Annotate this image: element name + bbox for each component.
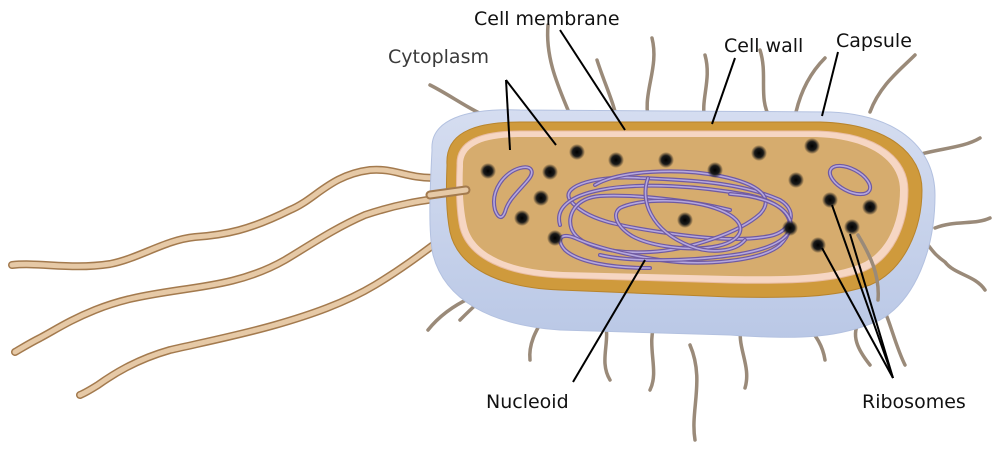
ribosome [707, 162, 723, 178]
leader-capsule [822, 52, 838, 116]
ribosome [480, 163, 496, 179]
flagellum [80, 240, 440, 395]
pilus [690, 345, 697, 440]
ribosome [844, 219, 860, 235]
pilus [760, 50, 770, 118]
ribosome [658, 152, 674, 168]
ribosome [788, 172, 804, 188]
flagella [12, 170, 460, 395]
label-cell-membrane: Cell membrane [474, 8, 620, 30]
ribosome [533, 190, 549, 206]
ribosome [782, 220, 798, 236]
pilus [935, 218, 990, 228]
ribosome [608, 152, 624, 168]
ribosome [822, 192, 838, 208]
ribosome [569, 144, 585, 160]
flagellum-hook [430, 190, 466, 195]
pilus [928, 245, 985, 290]
pilus [870, 55, 915, 112]
ribosome [862, 199, 878, 215]
flagellum [12, 170, 435, 267]
label-nucleoid: Nucleoid [486, 391, 569, 413]
ribosome [547, 230, 563, 246]
flagellum [80, 240, 440, 395]
label-ribosomes: Ribosomes [862, 391, 966, 413]
ribosome [542, 164, 558, 180]
ribosome [677, 212, 693, 228]
label-capsule: Capsule [836, 30, 912, 52]
flagellum [12, 170, 435, 267]
ribosome [751, 145, 767, 161]
pilus [796, 58, 825, 112]
ribosome [514, 210, 530, 226]
pilus [704, 55, 708, 120]
ribosome [804, 138, 820, 154]
label-cytoplasm: Cytoplasm [388, 46, 489, 68]
label-cell-wall: Cell wall [724, 35, 803, 57]
